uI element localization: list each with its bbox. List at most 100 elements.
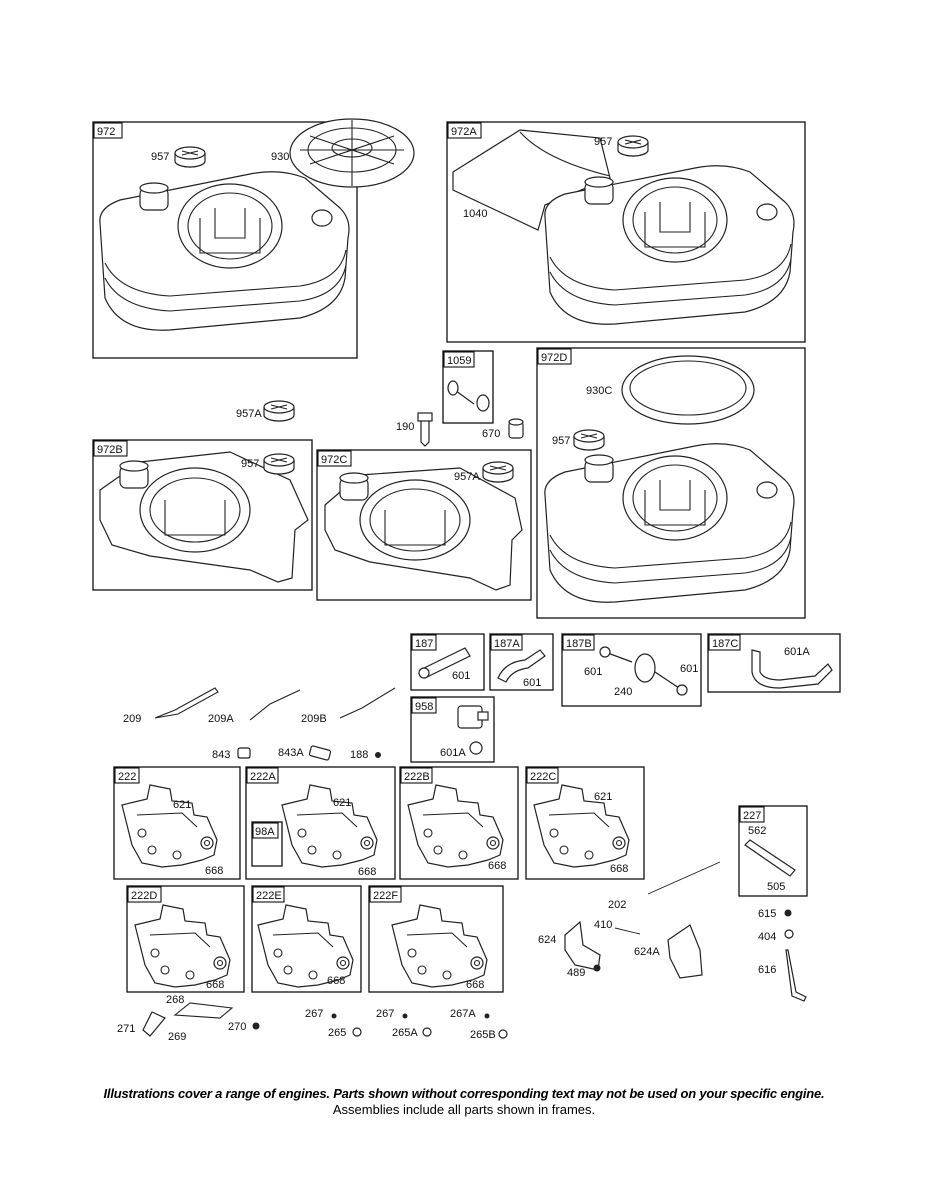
rod-202 [647,861,721,895]
fuel-cap-icon [263,400,295,422]
frame-label-972B: 972B [97,444,123,456]
fuel-cap-icon [617,135,649,157]
frame-label-958: 958 [415,701,433,713]
frame-label-187A: 187A [494,638,520,650]
tank-shroud-972B [99,451,309,583]
part-label: 930C [586,385,612,397]
part-label: 957 [594,136,612,148]
screw-washer [447,380,490,412]
frame-label-1059: 1059 [447,355,471,367]
part-label: 404 [758,931,776,943]
fuel-cap-icon [263,453,295,475]
frame-1059 [442,350,494,424]
spring-209 [154,687,219,719]
governor-bracket [391,904,488,988]
frame-label-187B: 187B [566,638,592,650]
frame-222D [126,885,245,993]
frame-label-187C: 187C [712,638,738,650]
part-label: 601 [680,663,698,675]
governor-bracket [134,904,231,988]
nut-265-icon [352,1027,362,1037]
sleeve-670 [508,418,524,439]
part-label: 265 [328,1027,346,1039]
governor-bracket [533,784,630,868]
part-label: 267A [450,1008,476,1020]
link-271 [142,1011,166,1037]
spring-209B [339,687,396,719]
part-label: 670 [482,428,500,440]
part-label: 190 [396,421,414,433]
part-label: 957 [552,435,570,447]
frame-972B [92,439,313,591]
frame-label-222D: 222D [131,890,157,902]
frame-label-222F: 222F [373,890,398,902]
part-label: 621 [594,791,612,803]
frame-222E [251,885,362,993]
part-label: 265B [470,1029,496,1041]
part-label: 621 [173,799,191,811]
frame-label-227: 227 [743,810,761,822]
frame-222C [525,766,645,880]
fuel-valve-958 [457,705,489,755]
bolt-190 [417,412,433,447]
frame-972 [92,121,358,359]
part-label: 505 [767,881,785,893]
part-label: 621 [333,797,351,809]
part-label: 271 [117,1023,135,1035]
part-label: 267 [305,1008,323,1020]
frame-label-972D: 972D [541,352,567,364]
frame-187C [707,633,841,693]
part-label: 562 [748,825,766,837]
part-label: 668 [327,975,345,987]
part-label: 269 [168,1031,186,1043]
part-label: 268 [166,994,184,1006]
clip-270-icon [252,1022,260,1030]
part-843-icon [237,747,251,759]
part-label: 601 [584,666,602,678]
frame-222 [113,766,241,880]
washer-404-icon [784,929,794,939]
fuel-tank-972 [99,171,350,331]
part-label: 209B [301,713,327,725]
part-843A-icon [308,745,332,761]
part-label: 601A [784,646,810,658]
frame-187B [561,633,702,707]
frame-222B [399,766,519,880]
spring-209A [249,689,301,721]
frame-label-222A: 222A [250,771,276,783]
disclaimer-text: Illustrations cover a range of engines. … [103,1086,825,1101]
governor-bracket [281,784,378,868]
part-label: 615 [758,908,776,920]
screw-267-icon [331,1013,337,1019]
nut-265B-icon [498,1029,508,1039]
screen-930C [621,355,755,425]
part-label: 601 [523,677,541,689]
part-label: 843 [212,749,230,761]
nut-615-icon [784,909,792,917]
part-label: 601 [452,670,470,682]
part-label: 209 [123,713,141,725]
screw-267A-icon [484,1013,490,1019]
part-label: 843A [278,747,304,759]
frame-187A [489,633,554,691]
part-label: 668 [358,866,376,878]
part-label: 209A [208,713,234,725]
part-label: 668 [610,863,628,875]
frame-227 [738,805,808,897]
part-label: 957 [151,151,169,163]
part-label: 240 [614,686,632,698]
bracket-624 [564,920,601,971]
fuel-cap-icon [482,461,514,483]
fuel-line-187 [418,647,471,679]
part-188-icon [375,752,381,758]
part-label: 489 [567,967,585,979]
assembly-note: Assemblies include all parts shown in fr… [332,1102,596,1117]
part-label: 957 [241,458,259,470]
part-label: 930 [271,151,289,163]
lever-227 [744,839,796,877]
part-label: 624 [538,934,556,946]
governor-bracket [121,784,218,868]
part-label: 624A [634,946,660,958]
frame-label-222: 222 [118,771,136,783]
frame-label-222C: 222C [530,771,556,783]
